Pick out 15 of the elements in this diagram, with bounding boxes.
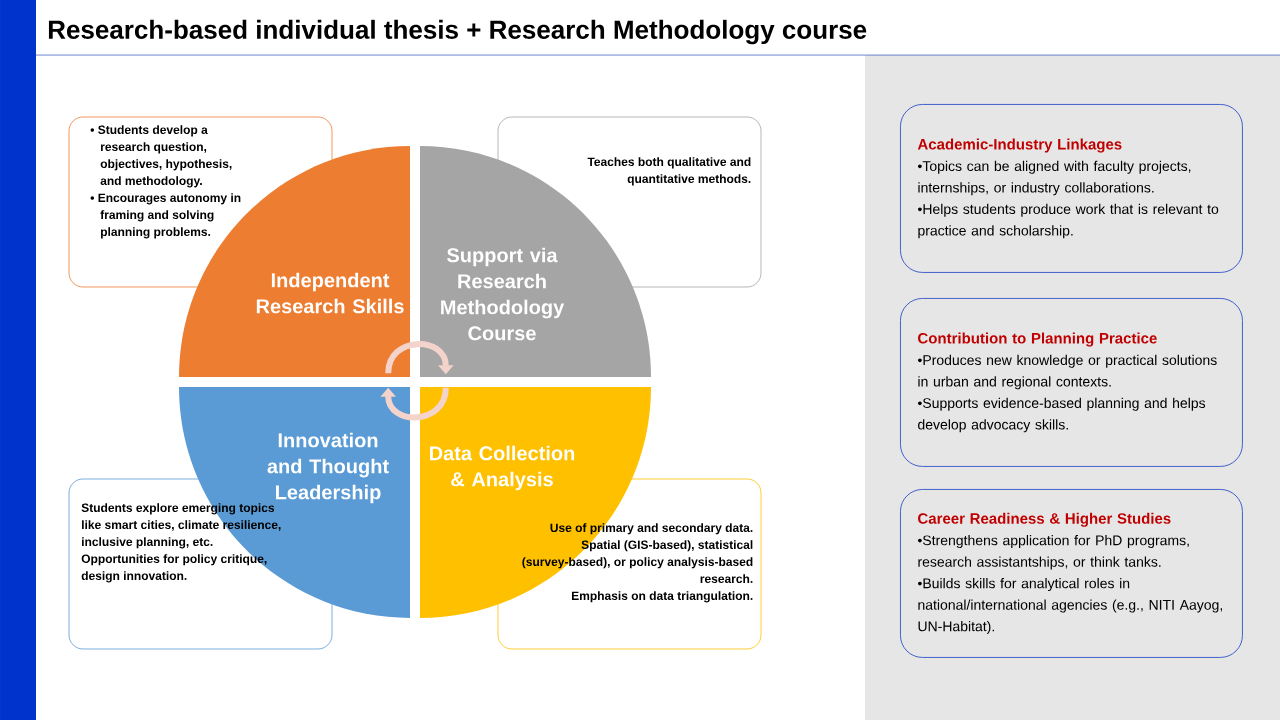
- info-box: [900, 489, 1243, 658]
- bullet-text: •Produces new knowledge or practical solutions in urban and regional contexts.: [918, 354, 1217, 390]
- bullet-text: •Supports evidence-based planning and helps develop advocacy skills.: [918, 397, 1206, 433]
- info-box: [900, 298, 1243, 467]
- bullet-text: •Strengthens application for PhD programs, research assistantships, or think tanks.: [918, 535, 1189, 570]
- title: Research-based individual thesis + Research Methodology course: [48, 19, 867, 45]
- bullet-text: •Helps students produce work that is relevant to practice and scholarship.: [918, 203, 1219, 239]
- heading: Contribution to Planning Practice: [918, 332, 1157, 347]
- bullet-text: •Topics can be aligned with faculty projects, internships, or industry collaborations.: [918, 160, 1191, 196]
- bullet-text: •Builds skills for analytical roles in national/international agencies (e.g., NITI Aayog, UN-Habitat).: [918, 578, 1222, 635]
- cycle-arrow: [380, 387, 449, 421]
- info-box: [900, 104, 1243, 273]
- box-text: Emphasis on data triangulation.: [572, 591, 753, 603]
- heading: Academic-Industry Linkages: [917, 138, 1122, 153]
- heading: Career Readiness & Higher Studies: [918, 512, 1171, 527]
